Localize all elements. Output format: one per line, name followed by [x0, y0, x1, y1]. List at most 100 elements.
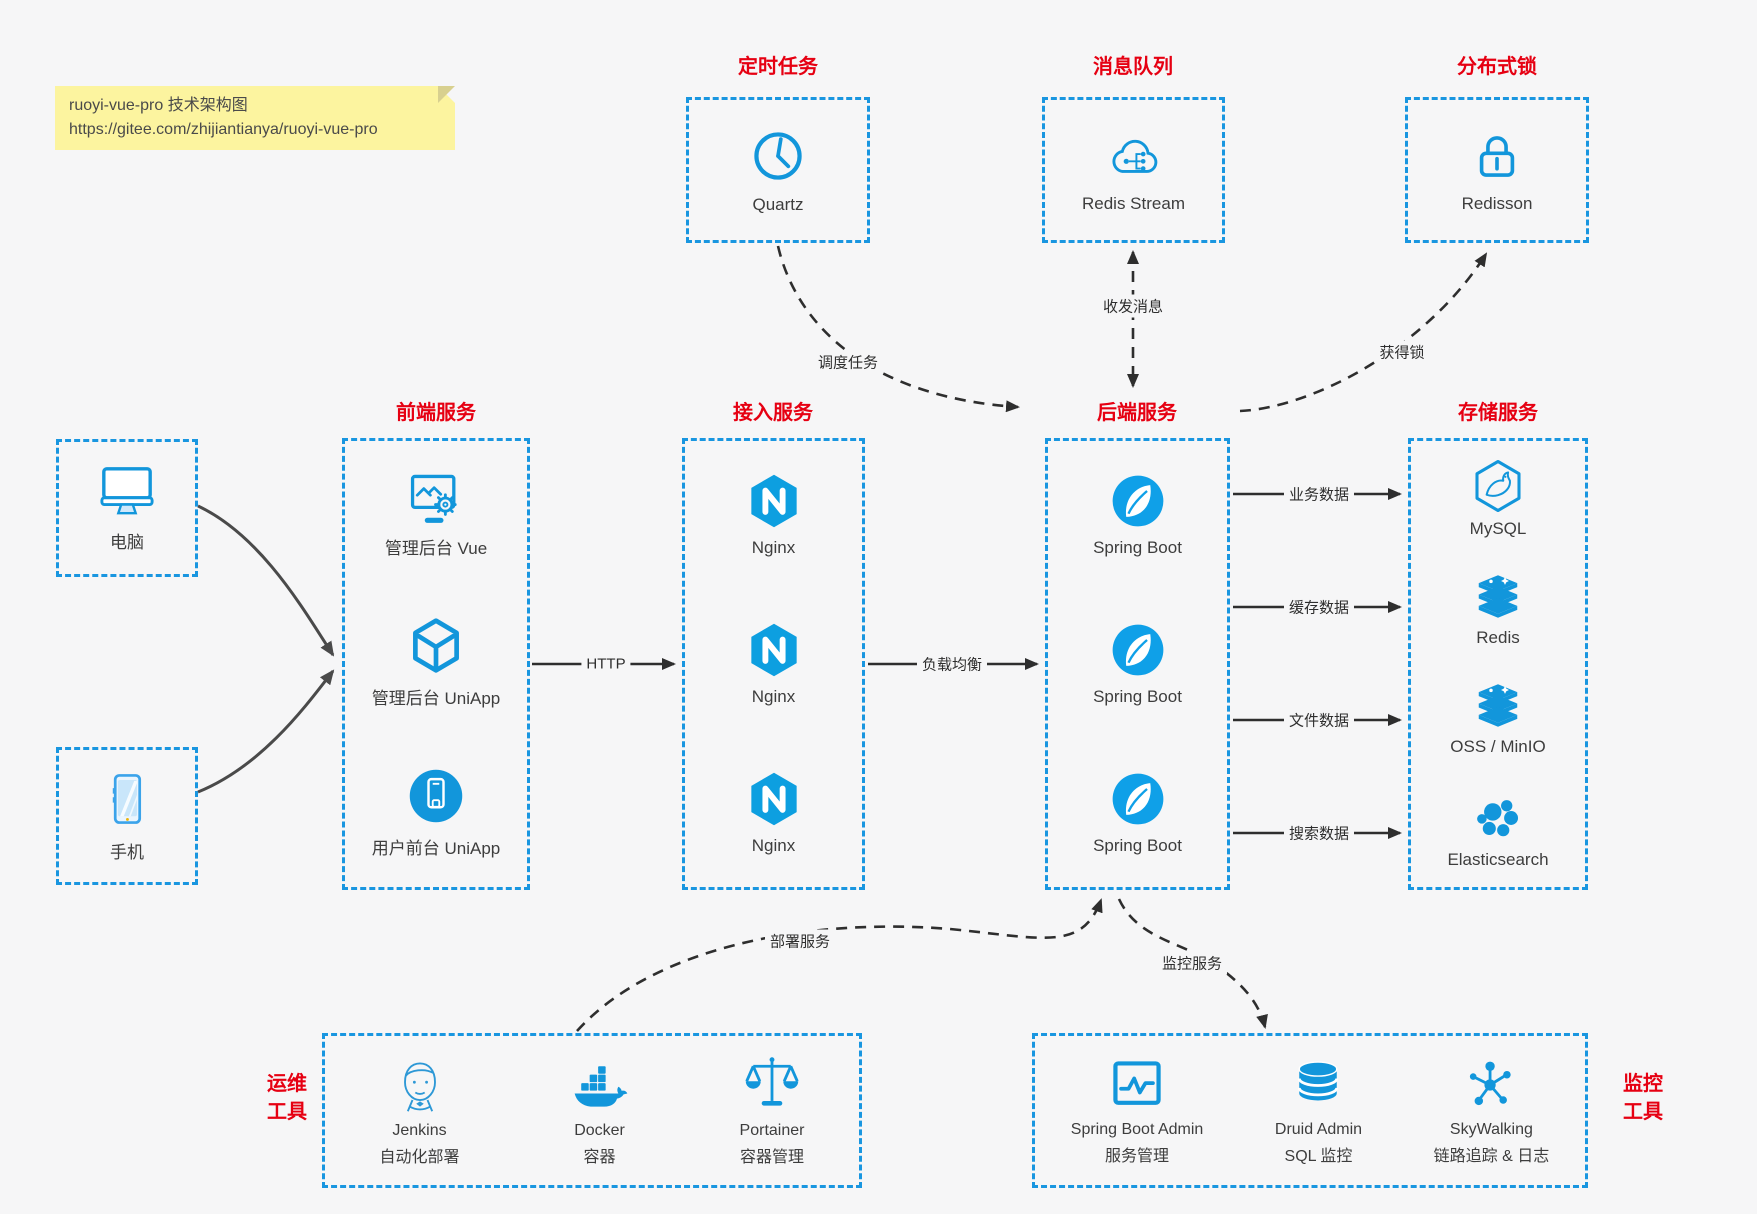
quartz-box: Quartz [686, 97, 870, 243]
object-storage-icon [1478, 684, 1518, 727]
tool-name: Docker [574, 1122, 625, 1139]
frontend-item-uniapp-admin: 管理后台 UniApp [372, 616, 500, 709]
monitoring-item-sba: Spring Boot Admin 服务管理 [1070, 1055, 1204, 1166]
sticky-note: ruoyi-vue-pro 技术架构图 https://gitee.com/zh… [55, 86, 455, 150]
item-label: Nginx [751, 686, 796, 706]
ops-title-line2: 工具 [267, 1101, 307, 1123]
storage-box: MySQL Redis OSS / MinIO [1408, 438, 1588, 890]
elasticsearch-icon [1477, 800, 1519, 837]
title-gateway: 接入服务 [733, 402, 813, 424]
edge-label-file-data: 文件数据 [1283, 708, 1355, 732]
edge-label-schedule: 调度任务 [812, 350, 884, 374]
tool-desc: 容器管理 [740, 1149, 805, 1166]
frontend-item-vue-admin: 管理后台 Vue [385, 470, 487, 559]
monitoring-tools-title: 监控 工具 [1608, 1070, 1678, 1126]
monitoring-item-druid: Druid Admin SQL 监控 [1275, 1055, 1362, 1166]
monitoring-tools-box: Spring Boot Admin 服务管理 Druid Admin SQL 监… [1032, 1033, 1588, 1188]
database-icon [1298, 1061, 1339, 1101]
ops-item-portainer: Portainer 容器管理 [739, 1054, 805, 1167]
quartz-label: Quartz [752, 194, 804, 214]
nginx-icon [750, 772, 797, 825]
tool-name: Spring Boot Admin [1070, 1121, 1204, 1138]
docker-icon [574, 1066, 627, 1107]
title-storage: 存储服务 [1458, 402, 1538, 424]
storage-item-elasticsearch: Elasticsearch [1447, 791, 1549, 870]
redis-stack-icon [1478, 575, 1518, 618]
tool-desc: 容器 [583, 1149, 616, 1166]
phone-label: 手机 [110, 843, 144, 862]
edge-label-deploy: 部署服务 [764, 929, 836, 953]
edge-computer-to-frontend [197, 504, 335, 657]
frontend-box: 管理后台 Vue 管理后台 UniApp 用户前台 UniApp [342, 438, 530, 890]
title-message-queue: 消息队列 [1093, 56, 1173, 78]
lock-icon [1479, 135, 1515, 177]
ops-item-docker: Docker 容器 [569, 1054, 631, 1167]
edge-label-lock: 获得锁 [1374, 340, 1430, 364]
edge-label-cache-data: 缓存数据 [1283, 595, 1355, 619]
gateway-item-nginx-3: Nginx [745, 770, 803, 856]
admin-monitor-icon [1113, 1061, 1161, 1105]
note-line2: https://gitee.com/zhijiantianya/ruoyi-vu… [69, 121, 378, 138]
storage-item-oss-minio: OSS / MinIO [1450, 682, 1546, 757]
item-label: Nginx [751, 538, 796, 558]
mysql-icon [1475, 459, 1521, 513]
gateway-box: Nginx Nginx Nginx [682, 438, 865, 890]
jenkins-icon [403, 1062, 436, 1112]
desktop-icon [100, 467, 154, 515]
title-distributed-lock: 分布式锁 [1457, 56, 1537, 78]
edge-label-load-balance: 负载均衡 [916, 652, 988, 676]
item-label: 管理后台 Vue [384, 538, 488, 558]
redisson-box: Redisson [1405, 97, 1589, 243]
network-trace-icon [1470, 1061, 1512, 1106]
title-frontend: 前端服务 [396, 402, 476, 424]
phone-icon [112, 774, 142, 824]
edge-schedule [776, 245, 1020, 413]
tool-desc: 服务管理 [1105, 1148, 1170, 1165]
edge-deploy [576, 898, 1103, 1032]
cloud-mq-icon [1112, 139, 1157, 173]
computer-box: 电脑 [56, 439, 198, 577]
gear-icon [434, 492, 457, 516]
item-label: Redis [1476, 628, 1520, 647]
storage-item-redis: Redis [1470, 573, 1526, 648]
redis-stream-label: Redis Stream [1082, 193, 1185, 213]
tool-desc: SQL 监控 [1284, 1148, 1353, 1165]
title-scheduled-tasks: 定时任务 [738, 56, 818, 78]
computer-label: 电脑 [110, 533, 144, 552]
spring-boot-icon [1112, 475, 1163, 527]
tool-name: Portainer [739, 1122, 805, 1139]
phone-box: 手机 [56, 747, 198, 885]
gateway-item-nginx-1: Nginx [745, 472, 803, 558]
frontend-item-uniapp-user: 用户前台 UniApp [372, 766, 500, 859]
tool-desc: 链路追踪 & 日志 [1433, 1148, 1550, 1165]
edge-phone-to-frontend [197, 669, 335, 794]
redis-stream-box: Redis Stream [1042, 97, 1225, 243]
edge-label-business-data: 业务数据 [1283, 482, 1355, 506]
clock-icon [754, 131, 802, 180]
item-label: Spring Boot [1093, 538, 1182, 558]
mobile-app-icon [409, 769, 463, 822]
item-label: Nginx [751, 835, 796, 855]
spring-boot-icon [1112, 624, 1163, 676]
item-label: Elasticsearch [1447, 850, 1549, 869]
monitoring-title-line2: 工具 [1623, 1101, 1663, 1123]
backend-box: Spring Boot Spring Boot Spring Boot [1045, 438, 1230, 890]
ops-tools-box: Jenkins 自动化部署 Docker 容器 [322, 1033, 862, 1188]
note-line1: ruoyi-vue-pro 技术架构图 [69, 97, 248, 114]
item-label: 管理后台 UniApp [371, 688, 501, 708]
nginx-icon [750, 475, 797, 528]
edge-label-message: 收发消息 [1097, 294, 1169, 318]
item-label: MySQL [1469, 519, 1527, 538]
backend-item-spring-2: Spring Boot [1093, 621, 1182, 707]
scales-icon [745, 1057, 799, 1106]
edge-label-search-data: 搜索数据 [1283, 821, 1355, 845]
spring-boot-icon [1112, 773, 1163, 825]
title-backend: 后端服务 [1097, 402, 1177, 424]
storage-item-mysql: MySQL [1469, 458, 1527, 539]
tool-name: SkyWalking [1449, 1121, 1533, 1138]
note-fold-corner [438, 86, 455, 103]
edge-label-http: HTTP [581, 654, 631, 674]
item-label: Spring Boot [1093, 835, 1182, 855]
gateway-item-nginx-2: Nginx [745, 621, 803, 707]
